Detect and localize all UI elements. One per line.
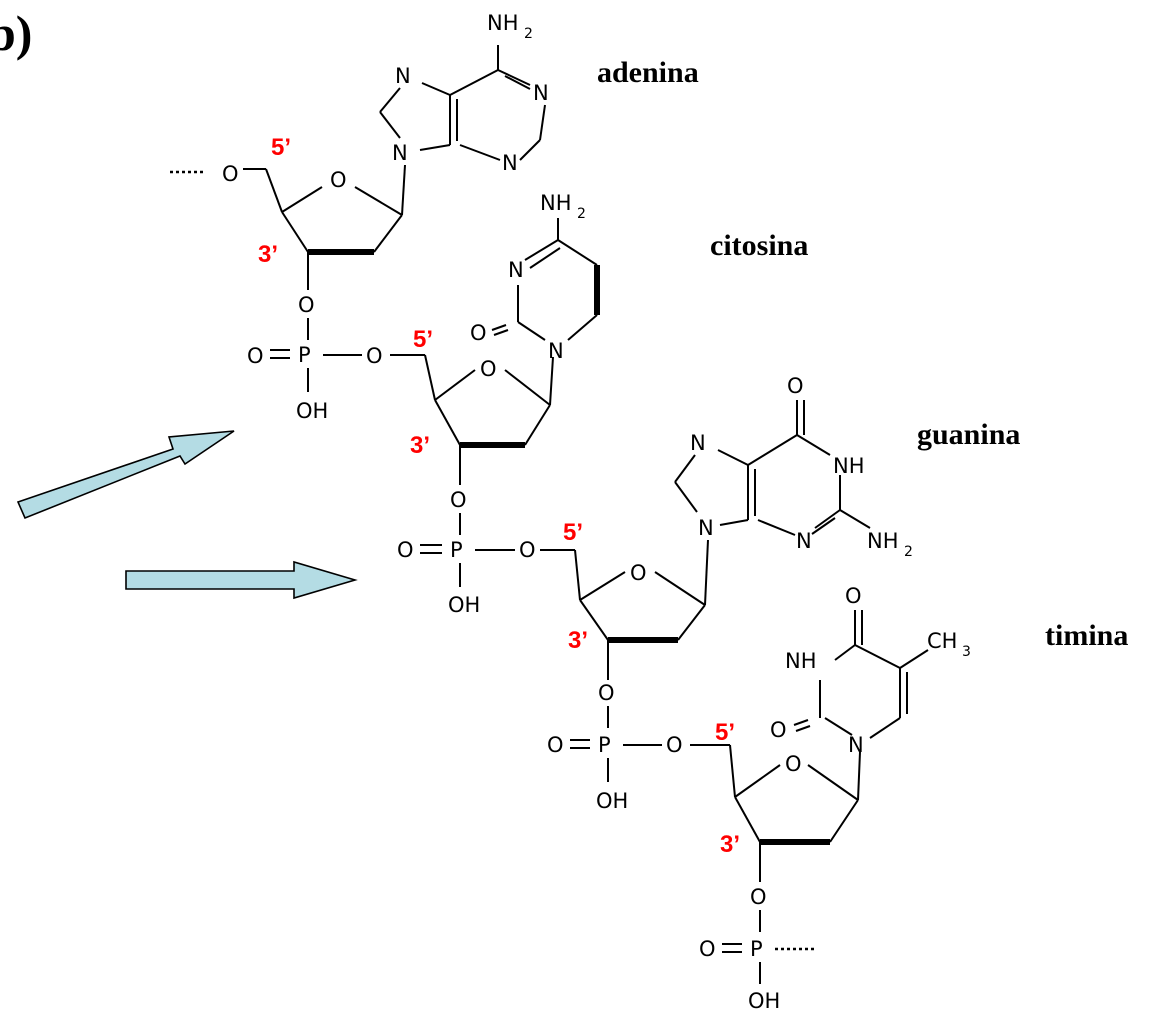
atom-n: N: [796, 529, 812, 553]
base-label-guanine: guanina: [917, 418, 1020, 451]
atom-o: O: [787, 374, 804, 398]
atom-o: O: [222, 162, 239, 186]
label-3-prime: 3’: [568, 627, 588, 654]
label-3-prime: 3’: [720, 831, 740, 858]
methyl-group: CH: [927, 629, 957, 653]
atom-o: O: [330, 168, 347, 192]
atom-o: O: [298, 293, 315, 317]
label-5-prime: 5’: [413, 326, 433, 353]
atom-o: O: [450, 488, 467, 512]
pointer-arrow-lower: [125, 560, 358, 600]
atom-o: O: [547, 733, 564, 757]
label-3-prime: 3’: [410, 432, 430, 459]
atom-nh: NH: [785, 649, 817, 673]
label-5-prime: 5’: [715, 719, 735, 746]
atom-o: O: [397, 538, 414, 562]
label-3-prime: 3’: [258, 241, 278, 268]
atom-n: N: [698, 516, 714, 540]
amino-group: NH: [867, 529, 899, 553]
atom-p: P: [298, 343, 311, 367]
atom-o: O: [366, 344, 383, 368]
pointer-arrow-upper: [16, 430, 235, 520]
atom-oh: OH: [296, 399, 328, 423]
atom-n: N: [502, 151, 518, 175]
atom-n: N: [508, 258, 524, 282]
atom-o: O: [699, 937, 716, 961]
amino-group: NH: [487, 11, 519, 35]
base-label-thymine: timina: [1045, 619, 1128, 652]
panel-label: b): [0, 5, 32, 61]
nucleotide-cytosine: N N O NH 2 O 5’ 3’ citosina: [390, 191, 808, 485]
atom-o: O: [750, 885, 767, 909]
atom-p: P: [598, 733, 611, 757]
label-5-prime: 5’: [563, 519, 583, 546]
atom-oh: OH: [448, 593, 480, 617]
methyl-subscript: 3: [962, 644, 971, 660]
atom-oh: OH: [748, 989, 780, 1012]
amino-subscript: 2: [904, 544, 913, 560]
atom-nh: NH: [833, 454, 865, 478]
nucleotide-thymine: O NH N O CH 3 O 5’ 3’ timina: [690, 584, 1128, 882]
atom-oh: OH: [596, 789, 628, 813]
atom-n: N: [392, 141, 408, 165]
atom-n: N: [690, 431, 706, 455]
atom-o: O: [845, 584, 862, 608]
atom-o: O: [519, 538, 536, 562]
phosphate-group-1: O P O O OH: [247, 293, 383, 423]
atom-p: P: [450, 538, 463, 562]
phosphate-group-2: O P O O OH: [397, 488, 536, 617]
atom-o: O: [666, 733, 683, 757]
atom-n: N: [848, 733, 864, 757]
phosphate-group-3: O P O O OH: [547, 681, 683, 813]
label-5-prime: 5’: [271, 134, 291, 161]
atom-n: N: [548, 339, 564, 363]
phosphate-group-4: O P O OH: [699, 885, 815, 1012]
atom-n: N: [533, 81, 549, 105]
base-label-adenine: adenina: [597, 56, 699, 89]
amino-subscript: 2: [524, 26, 533, 42]
atom-o: O: [598, 681, 615, 705]
amino-subscript: 2: [577, 206, 586, 222]
oxide-anion: O: [470, 321, 487, 345]
atom-o: O: [785, 752, 802, 776]
atom-o: O: [247, 344, 264, 368]
nucleotide-guanine: O N N N NH NH 2 O 5’ 3’ guanina: [540, 374, 1020, 680]
base-label-cytosine: citosina: [710, 229, 808, 262]
atom-n: N: [395, 64, 411, 88]
atom-o: O: [630, 561, 647, 585]
oxide-anion: O: [770, 718, 787, 742]
atom-p: P: [750, 937, 763, 961]
amino-group: NH: [540, 191, 572, 215]
atom-o: O: [480, 357, 497, 381]
nucleotide-adenine: O O N N N N NH 2 5’ 3’ adenina: [170, 11, 699, 290]
